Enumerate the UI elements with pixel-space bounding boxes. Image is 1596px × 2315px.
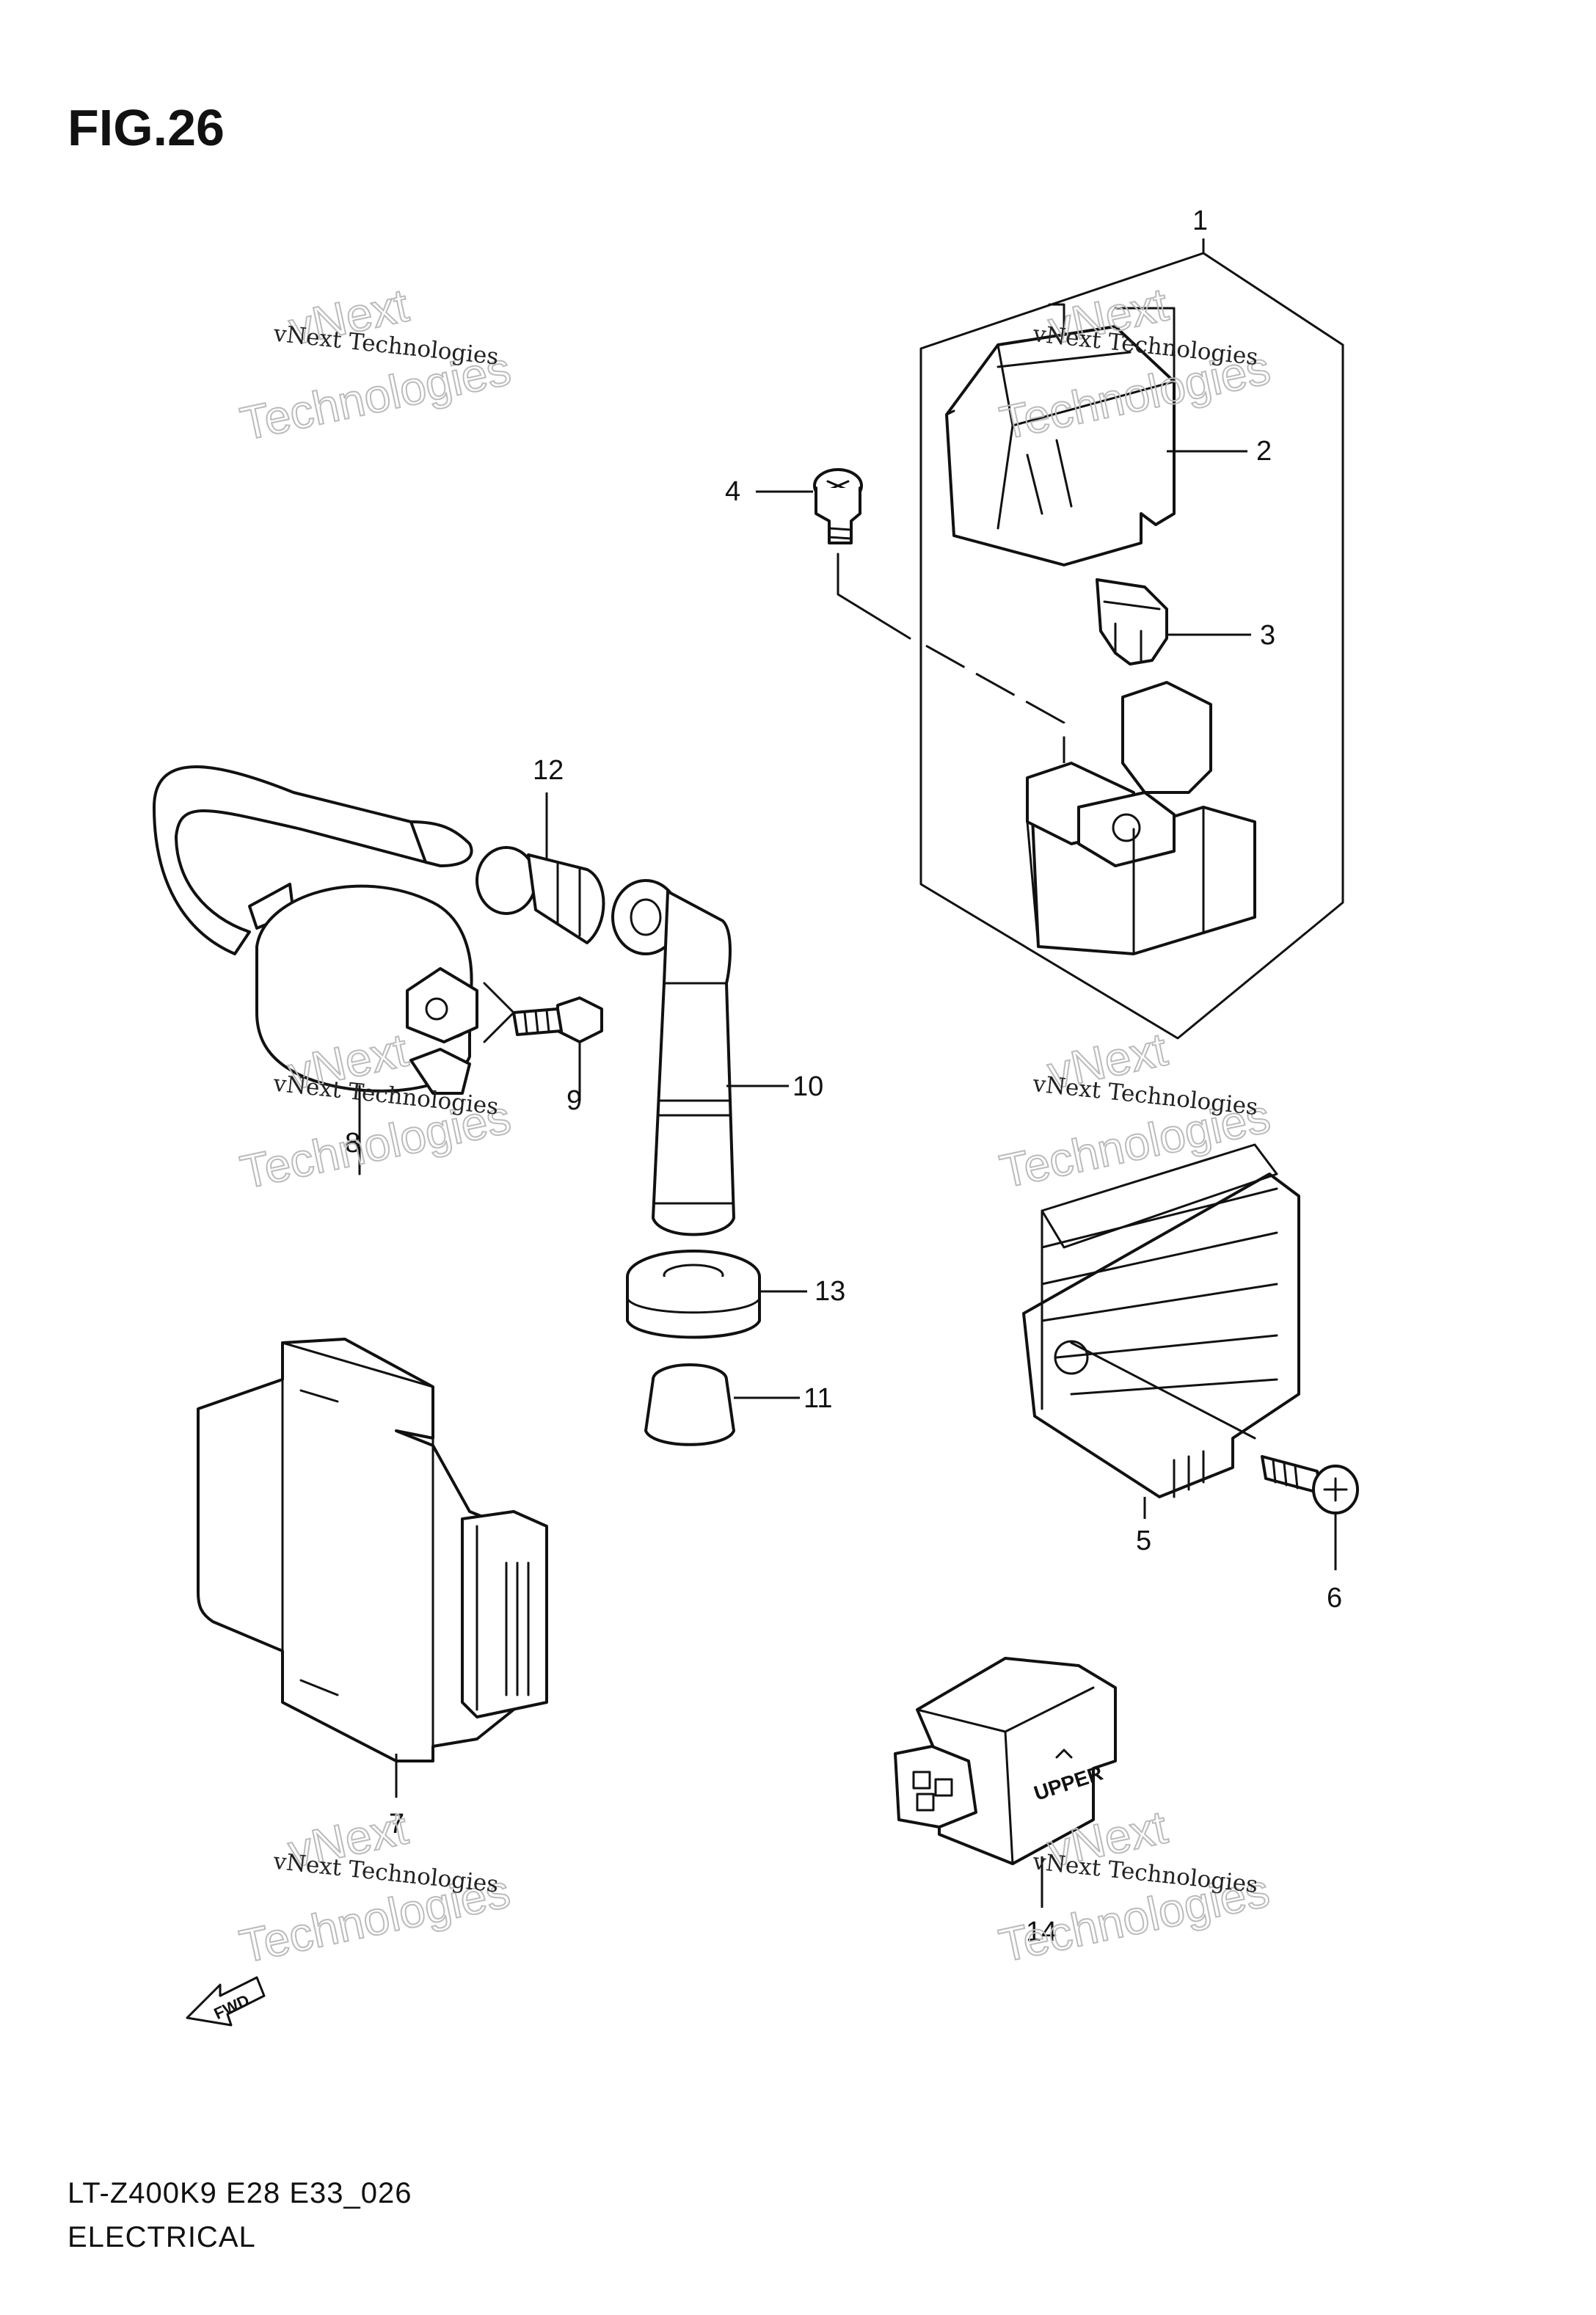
callout-8: 8 [345,1128,360,1159]
callout-7: 7 [389,1809,404,1840]
watermark-top-left: vNext Technologies vNext Technologies [236,277,516,451]
callout-9: 9 [566,1085,582,1116]
watermark-middle-right: vNext Technologies vNext Technologies [995,1022,1275,1199]
callout-3: 3 [1260,620,1275,651]
callout-numbers: 1 2 3 4 5 6 7 8 9 10 11 12 13 14 [345,205,1342,1947]
regulator-bolt [1261,1455,1359,1570]
ignition-coil [153,765,478,1175]
starter-relay [1026,681,1256,955]
forward-direction-indicator: FWD [186,1976,266,2027]
leader-lines [545,238,1251,1399]
callout-11: 11 [804,1383,832,1414]
watermark-bottom-left: vNext Technologies vNext Technologies [235,1801,515,1974]
relay-cover [945,303,1176,566]
spark-plug-cap [611,879,735,1236]
callout-4: 4 [725,476,740,507]
regulator-rectifier [1022,1143,1300,1519]
callout-13: 13 [815,1276,845,1307]
callout-10: 10 [792,1071,823,1102]
callout-5: 5 [1136,1525,1151,1556]
figure-title: FIG.26 [68,99,225,156]
model-code: LT-Z400K9 E28 E33_026 [68,2177,412,2209]
grommet [626,1250,761,1339]
rubber-cap [644,1363,735,1446]
fuse [1096,578,1168,666]
screw-dashed-path [925,644,1065,763]
section-name: ELECTRICAL [68,2221,256,2253]
callout-12: 12 [533,755,564,786]
screw-line [837,553,911,640]
callout-1: 1 [1192,205,1208,236]
spark-plug-cap-cover [475,846,605,944]
connector-part: UPPER [894,1657,1117,1908]
callout-6: 6 [1327,1583,1342,1614]
callout-14: 14 [1026,1917,1057,1947]
coil-bolt [483,982,603,1101]
callout-2: 2 [1256,436,1272,467]
ecm-unit [197,1338,548,1798]
relay-screw [813,468,863,544]
